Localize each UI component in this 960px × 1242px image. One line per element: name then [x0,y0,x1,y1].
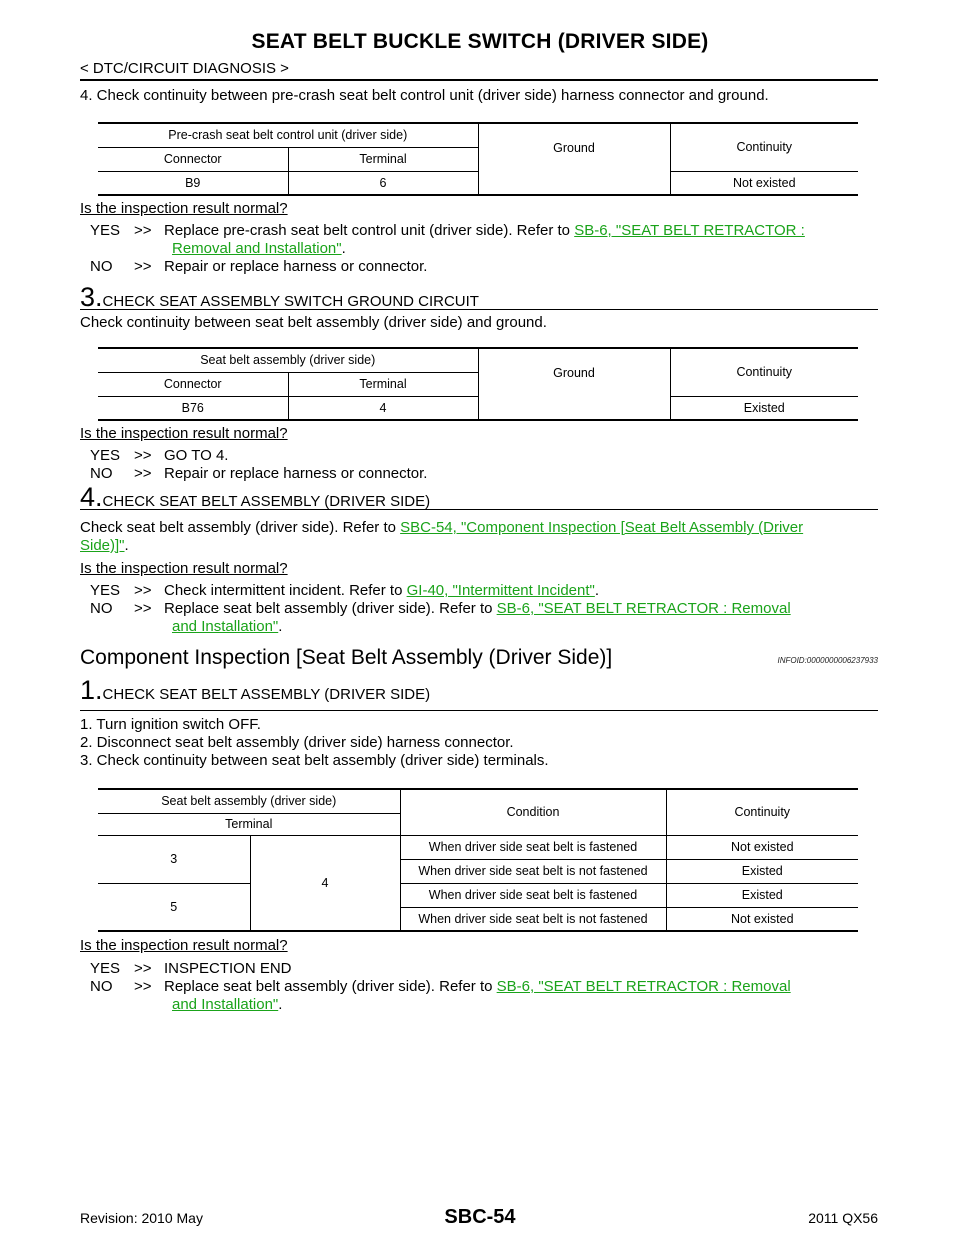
section-breadcrumb: < DTC/CIRCUIT DIAGNOSIS > [80,60,289,77]
table-group-header: Pre-crash seat belt control unit (driver… [98,123,478,148]
table-cell-continuity: Not existed [665,835,858,860]
table-cell-continuity: Not existed [669,171,858,195]
component-item-1: 1. Turn ignition switch OFF. [80,716,261,733]
answer-yes: YES>>INSPECTION END [90,960,292,977]
step-4-heading: 4.CHECK SEAT BELT ASSEMBLY (DRIVER SIDE) [80,482,878,512]
answer-yes: YES>>Check intermittent incident. Refer … [90,582,600,599]
continuity-table-ground: Seat belt assembly (driver side) Ground … [98,347,858,421]
table-cell-terminal: 6 [287,171,478,195]
step-4-description: Check seat belt assembly (driver side). … [80,519,804,554]
table-cell-terminal-5: 5 [170,899,178,914]
inspection-question: Is the inspection result normal? [80,425,288,442]
link-sbc54-side[interactable]: Side)]" [80,537,125,554]
component-item-2: 2. Disconnect seat belt assembly (driver… [80,734,514,751]
table-header-connector: Connector [98,147,288,172]
component-inspection-title: Component Inspection [Seat Belt Assembly… [80,646,613,669]
table-header-terminal: Terminal [287,147,478,172]
table-cell-continuity: Not existed [665,907,858,931]
link-sb6-removal[interactable]: and Installation" [172,618,279,635]
table-cell-continuity: Existed [665,859,858,884]
link-sb6-retractor[interactable]: SB-6, "SEAT BELT RETRACTOR : [574,222,805,239]
continuity-table-precrash: Pre-crash seat belt control unit (driver… [98,122,858,196]
table-header-connector: Connector [98,372,288,397]
instruction-item-4: 4. Check continuity between pre-crash se… [80,87,769,104]
answer-no: NO>>Replace seat belt assembly (driver s… [90,600,791,635]
table-cell-connector: B76 [181,400,204,415]
table-header-continuity: Continuity [669,123,858,172]
table-cell-condition: When driver side seat belt is not fasten… [399,907,666,931]
answer-yes: YES>>Replace pre-crash seat belt control… [90,222,805,257]
answer-yes: YES>>GO TO 4. [90,447,229,464]
step-3-description: Check continuity between seat belt assem… [80,314,547,331]
table-header-condition: Condition [399,789,666,836]
table-cell-ground [477,171,670,195]
info-id: INFOID:0000000006237933 [777,656,878,665]
link-sb6-retractor[interactable]: SB-6, "SEAT BELT RETRACTOR : Removal [496,978,791,995]
answer-no: NO>>Replace seat belt assembly (driver s… [90,978,791,1013]
table-cell-continuity: Existed [665,883,858,908]
table-group-header: Seat belt assembly (driver side) [98,789,400,814]
table-cell-connector: B9 [185,175,201,190]
inspection-question: Is the inspection result normal? [80,560,288,577]
continuity-table-terminals: Seat belt assembly (driver side) Conditi… [98,788,858,932]
link-sb6-retractor[interactable]: SB-6, "SEAT BELT RETRACTOR : Removal [496,600,791,617]
header-divider [80,79,878,81]
component-item-3: 3. Check continuity between seat belt as… [80,752,549,769]
footer-revision: Revision: 2010 May [80,1210,203,1226]
table-cell-terminal-3: 3 [98,835,250,884]
footer-model: 2011 QX56 [808,1210,878,1226]
inspection-question: Is the inspection result normal? [80,200,288,217]
table-cell-condition: When driver side seat belt is not fasten… [399,859,666,884]
step-3-heading: 3.CHECK SEAT ASSEMBLY SWITCH GROUND CIRC… [80,282,878,312]
table-cell-terminal: 4 [287,396,478,420]
answer-no: NO>>Repair or replace harness or connect… [90,258,428,275]
link-sb6-removal[interactable]: and Installation" [172,996,279,1013]
table-group-header: Seat belt assembly (driver side) [98,348,478,373]
link-sb6-removal[interactable]: Removal and Installation" [172,240,342,257]
table-header-terminal: Terminal [98,813,400,836]
inspection-question: Is the inspection result normal? [80,937,288,954]
table-cell-continuity: Existed [669,396,858,420]
page-title: SEAT BELT BUCKLE SWITCH (DRIVER SIDE) [251,30,709,53]
table-header-ground: Ground [477,348,670,396]
table-header-continuity: Continuity [665,789,858,836]
table-header-continuity: Continuity [669,348,858,397]
link-sbc54-component-inspection[interactable]: SBC-54, "Component Inspection [Seat Belt… [400,519,804,536]
answer-no: NO>>Repair or replace harness or connect… [90,465,428,482]
footer-page-number: SBC-54 [444,1206,516,1228]
component-step-1-heading: 1.CHECK SEAT BELT ASSEMBLY (DRIVER SIDE) [80,675,878,711]
table-cell-condition: When driver side seat belt is fastened [399,883,666,908]
table-cell-ground [477,396,670,420]
table-header-ground: Ground [477,123,670,171]
table-cell-terminal-4: 4 [249,835,400,931]
link-gi40-intermittent[interactable]: GI-40, "Intermittent Incident" [406,582,595,599]
table-cell-condition: When driver side seat belt is fastened [399,835,666,860]
table-header-terminal: Terminal [287,372,478,397]
